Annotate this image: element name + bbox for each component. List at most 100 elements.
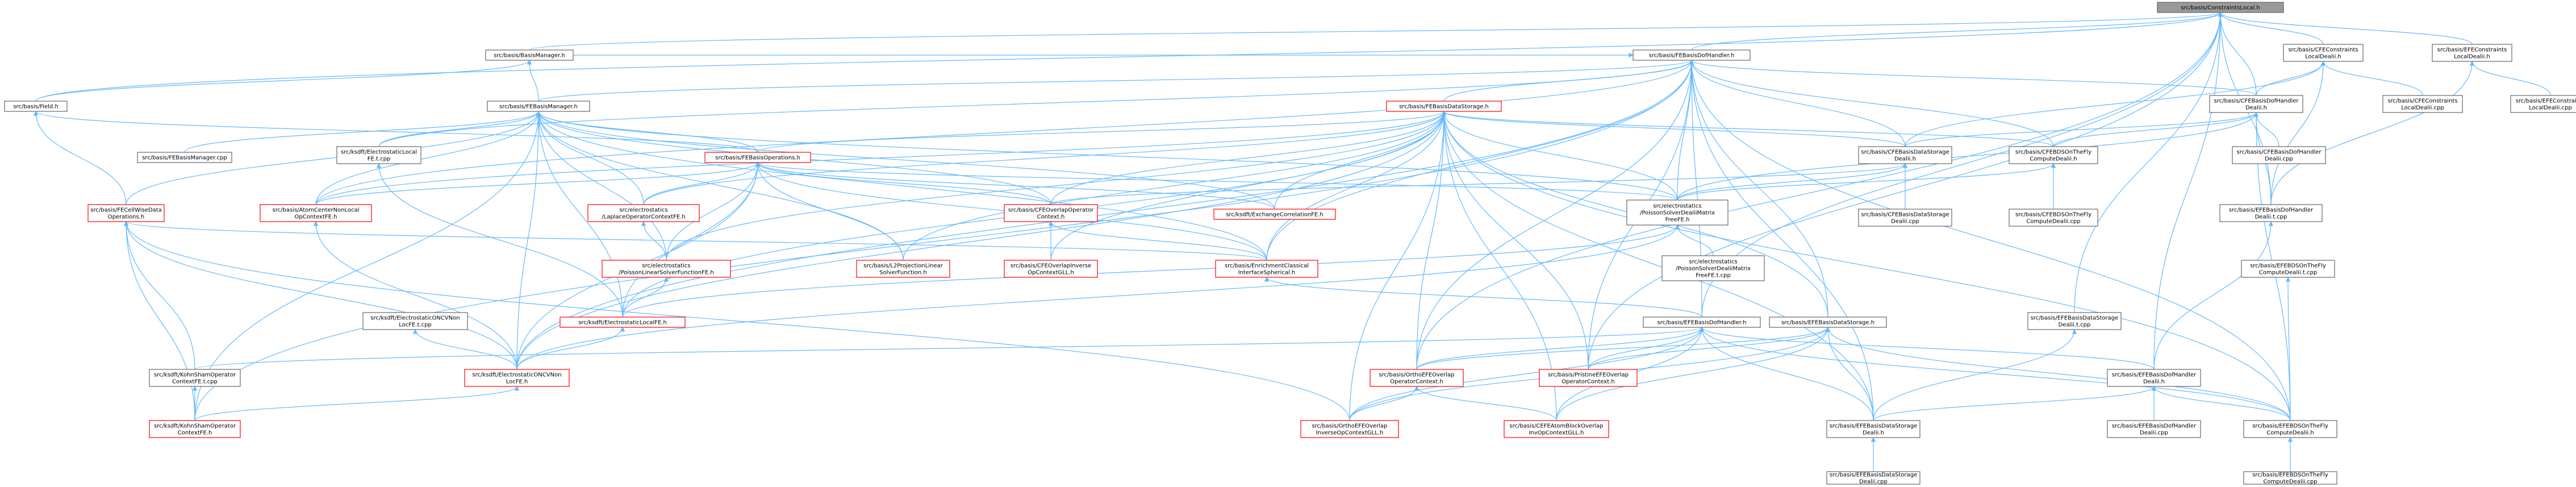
graph-node-esLocalFE[interactable]: src/ksdft/ElectrostaticLocalFE.h [560, 317, 686, 328]
include-edge-root-efedof [1701, 12, 2223, 318]
node-box [2241, 260, 2335, 278]
node-label-line: src/basis/EFEBasisDataStorage.h [1781, 320, 1874, 326]
graph-node-exchange[interactable]: src/ksdft/ExchangeCorrelationFE.h [1213, 209, 1336, 220]
include-edge-efedof-orthoInv [1349, 327, 1705, 421]
include-edge-root-efedofDealiiH [2153, 12, 2223, 370]
include-edge-febops-exchange [755, 162, 1275, 210]
graph-node-febds[interactable]: src/basis/FEBasisDataStorage.h [1386, 101, 1502, 112]
node-label-line: src/ksdft/ElectrostaticLocalFE.h [578, 320, 667, 326]
include-edge-efedof-efebdsDealiiH [1699, 327, 1874, 421]
include-edge-febdof-cfedof [1689, 60, 2257, 96]
node-label-line: src/basis/EFEBasisDataStorage [1830, 423, 1918, 430]
nodes-layer: src/basis/ConstraintsLocal.h src/basis/FE… [4, 2, 2576, 485]
include-edge-cfedof-cfedofCpp [2253, 112, 2279, 147]
node-label-line: ComputeDealii.cpp [2263, 479, 2317, 485]
node-label-line: src/ksdft/ElectrostaticLocal [341, 149, 417, 156]
node-label-line: src/basis/CFEConstraints [2387, 98, 2457, 105]
graph-node-febmgr[interactable]: src/basis/FEBasisManager.h [487, 101, 590, 112]
node-box [485, 49, 574, 61]
node-label-line: src/basis/EFEBasisDataStorage [2031, 315, 2119, 322]
graph-node-poissonLinear[interactable]: src/electrostatics/PoissonLinearSolverFu… [602, 260, 731, 278]
node-label-line: src/basis/FEBasisManager.cpp [142, 155, 227, 161]
node-box [87, 204, 165, 222]
graph-node-efebds[interactable]: src/basis/EFEBasisDataStorage.h [1769, 317, 1887, 328]
graph-node-febdof[interactable]: src/basis/FEBasisDofHandler.h [1633, 49, 1751, 61]
graph-node-poissonDealiiCpp[interactable]: src/electrostatics/PoissonSolverDealiiMa… [1661, 255, 1765, 281]
node-label-line: FE.t.cpp [368, 156, 391, 163]
graph-node-poissonDealii[interactable]: src/electrostatics/PoissonSolverDealiiMa… [1626, 199, 1729, 226]
include-edge-enrichment-efedof [1264, 277, 1702, 318]
graph-node-febmgrCpp[interactable]: src/basis/FEBasisManager.cpp [137, 152, 232, 163]
graph-node-bmgr[interactable]: src/basis/BasisManager.h [485, 49, 574, 61]
node-label-line: OperatorContext.h [1562, 379, 1614, 385]
node-box [1633, 49, 1751, 61]
graph-node-root[interactable]: src/basis/ConstraintsLocal.h [2157, 2, 2284, 13]
include-edge-febds-efebdsDealiiH [1441, 111, 1874, 421]
graph-node-febops[interactable]: src/basis/FEBasisOperations.h [704, 152, 811, 163]
include-edge-field-cellWise [33, 111, 127, 205]
node-label-line: OpContextGLL.h [1028, 270, 1074, 276]
node-label-line: src/basis/CFEBDSOnTheFly [2015, 149, 2091, 156]
node-box [336, 146, 421, 164]
include-edge-febds-poissonDealii [1441, 111, 1678, 201]
node-label: src/electrostatics/PoissonSolverDealiiMa… [1640, 203, 1715, 223]
node-box [362, 312, 468, 330]
node-label-line: Dealii.t.cpp [2059, 322, 2091, 328]
node-box [1504, 420, 1609, 438]
include-edge-febdof-kohnH [194, 60, 1694, 421]
node-label-line: ContextFE.t.cpp [172, 379, 218, 385]
graph-node-field[interactable]: src/basis/Field.h [4, 101, 68, 112]
node-label-line: src/electrostatics [642, 263, 690, 269]
include-edge-poissonDealii-poissonDealiiCpp [1675, 224, 1714, 256]
include-edge-root-bmgr [529, 12, 2223, 51]
include-edge-cfecons-cfebdsDealii [1905, 61, 2326, 147]
graph-node-laplace[interactable]: src/electrostatics/LaplaceOperatorContex… [587, 204, 700, 222]
include-edge-cfedof-poissonDealii [1677, 112, 2259, 201]
include-edge-febmgr-laplace [536, 111, 644, 205]
graph-node-efedof[interactable]: src/basis/EFEBasisDofHandler.h [1643, 317, 1761, 328]
include-edge-efedof-pristine [1588, 327, 1705, 370]
node-label: src/basis/ConstraintsLocal.h [2181, 5, 2260, 11]
